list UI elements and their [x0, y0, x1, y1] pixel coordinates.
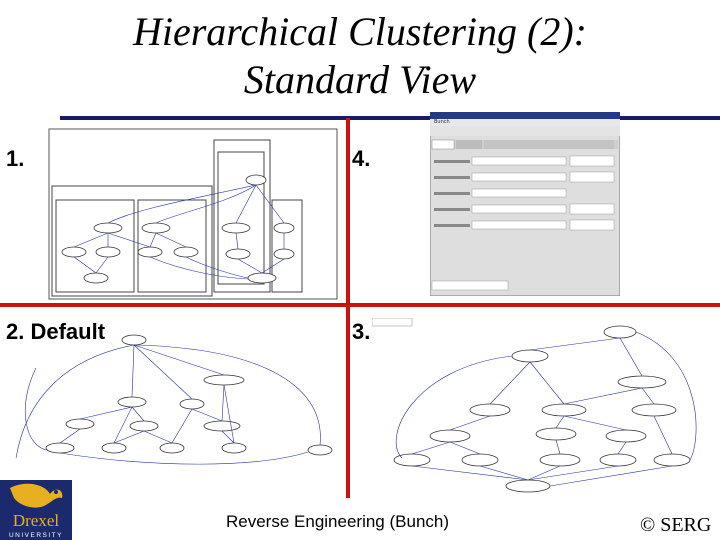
- logo-text: Drexel: [13, 511, 60, 530]
- top-accent-bar: [60, 116, 720, 120]
- vertical-divider: [346, 118, 350, 498]
- drexel-logo: Drexel UNIVERSITY: [0, 480, 72, 540]
- logo-subtext: UNIVERSITY: [9, 532, 63, 539]
- slide-title-line2: Standard View: [243, 57, 477, 102]
- panel-3-clustered-graph: [372, 318, 702, 496]
- svg-text:Bunch: Bunch: [434, 119, 450, 125]
- panel-2-default-graph: [6, 328, 338, 468]
- slide-title-line1: Hierarchical Clustering (2):: [132, 9, 587, 54]
- quadrant-label-3: 3.: [352, 319, 371, 344]
- footer-course-title: Reverse Engineering (Bunch): [226, 512, 450, 531]
- footer-copyright: © SERG: [640, 514, 712, 536]
- slide-title: Hierarchical Clustering (2): Standard Vi…: [60, 8, 660, 104]
- panel-1-cluster-diagram: [48, 128, 338, 300]
- quadrant-label-2: 2. Default: [6, 319, 106, 344]
- panel-4-app-window: Bunch: [430, 112, 620, 296]
- horizontal-divider: [0, 303, 720, 307]
- quadrant-label-4: 4.: [352, 146, 371, 171]
- quadrant-label-1: 1.: [6, 146, 25, 171]
